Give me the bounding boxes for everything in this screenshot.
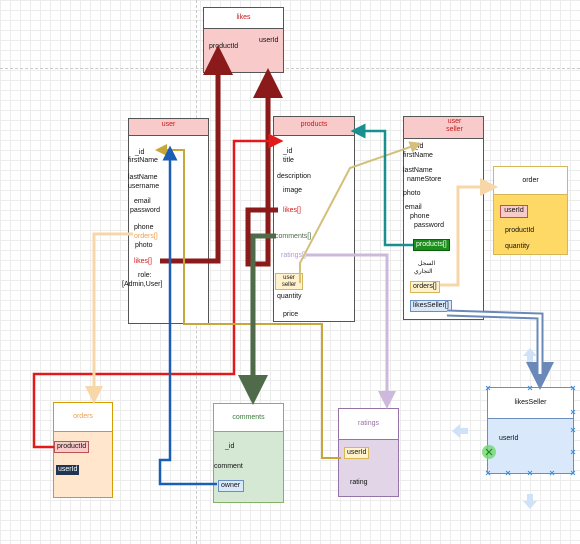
user-field-likes: likes[] [134, 258, 152, 265]
user-field-role-values: [Admin,User] [122, 281, 163, 288]
entity-products[interactable]: products _id title description image lik… [273, 116, 355, 322]
connector-products-seller-to-user-seller[interactable] [299, 141, 422, 283]
orders-field-productid: productId [54, 441, 90, 453]
products-field-description: description [277, 173, 311, 180]
entity-orders[interactable]: orders productId userId [53, 402, 113, 498]
user-field-lastname: lastName [128, 174, 158, 181]
connector-products-likes-to-likes[interactable] [245, 68, 283, 267]
user-seller-title-line2: seller [446, 125, 463, 133]
connector-user-seller-orders-to-order[interactable] [440, 178, 498, 287]
orders-field-userid: userId [56, 465, 80, 475]
user-field-username: username [128, 183, 160, 190]
user-seller-field-photo: photo [403, 190, 421, 197]
hover-arrow-down-icon[interactable] [523, 494, 537, 509]
products-field-title: title [283, 157, 294, 164]
user-seller-field-lastname: lastName [403, 167, 433, 174]
selection-handles[interactable] [485, 385, 576, 476]
comments-field-comment: comment [214, 463, 243, 470]
entity-likes[interactable]: likes productId userId [203, 7, 284, 73]
connector-user-likes-to-likes[interactable] [160, 45, 233, 264]
user-seller-field-password: password [414, 222, 444, 229]
products-field-seller: seller [281, 282, 297, 288]
connector-likesseller-inner [446, 311, 542, 374]
likesseller-field-userid: userId [499, 435, 519, 442]
user-field-email: email [134, 198, 151, 205]
user-field-phone: phone [134, 224, 154, 231]
likes-field-userid: userId [259, 37, 279, 44]
order-field-productid: productId [505, 227, 535, 234]
products-field-price: price [283, 311, 299, 318]
user-seller-field-commercial-register-line2: التجاري [414, 269, 433, 275]
entity-ratings[interactable]: ratings userId rating [338, 408, 399, 497]
products-field-ratings: ratings[] [281, 252, 306, 259]
user-field-password: password [130, 207, 160, 214]
entity-user-seller-title: user seller [404, 117, 483, 139]
connector-user-seller-likesseller-to-likesseller[interactable] [446, 309, 554, 390]
hover-arrow-up-icon[interactable] [523, 348, 537, 362]
user-field-firstname: firstName [128, 157, 158, 164]
entity-user-title: user [129, 119, 208, 136]
products-field-likes: likes[] [283, 207, 301, 214]
user-seller-field-email: email [405, 204, 422, 211]
connector-products-ratings-to-ratings[interactable] [306, 253, 396, 409]
entity-order-title: order [494, 167, 567, 195]
comments-field-id: _id [225, 443, 235, 450]
products-field-image: image [283, 187, 303, 194]
order-field-userid: userId [500, 205, 528, 218]
products-field-comments: comments[] [275, 233, 312, 240]
user-seller-field-namestore: nameStore [407, 176, 442, 183]
entity-likesseller[interactable]: likesSeller userId [487, 387, 574, 474]
entity-order[interactable]: order userId productId quantity [493, 166, 568, 255]
user-field-id: _id [135, 149, 145, 156]
order-field-quantity: quantity [505, 243, 530, 250]
products-field-id: _id [283, 148, 293, 155]
ratings-field-rating: rating [350, 479, 368, 486]
connector-user-seller-products-to-products[interactable] [350, 123, 413, 247]
user-field-photo: photo [135, 242, 153, 249]
connector-user-orders-to-orders[interactable] [85, 232, 133, 404]
user-seller-field-phone: phone [410, 213, 430, 220]
user-field-role: role: [138, 272, 152, 279]
user-seller-field-orders: orders[] [410, 281, 440, 293]
connector-products-comments-to-comments[interactable] [238, 233, 276, 405]
products-field-user: user [283, 275, 295, 281]
entity-ratings-title: ratings [339, 409, 398, 440]
user-seller-title-line1: user [447, 118, 462, 125]
entity-user[interactable]: user _id firstName lastName username ema… [122, 118, 209, 324]
connector-orders-productid-to-products[interactable] [32, 133, 284, 449]
comments-field-owner: owner [218, 480, 244, 492]
connector-comments-owner-to-user[interactable] [158, 145, 217, 486]
hover-arrow-left-icon[interactable] [452, 424, 468, 438]
user-seller-field-products: products[] [413, 239, 450, 251]
entity-products-title: products [274, 117, 354, 136]
user-seller-field-commercial-register-line1: السجل [418, 261, 436, 267]
user-seller-field-likesseller: likesSeller[] [410, 300, 452, 312]
user-seller-field-firstname: firstName [403, 152, 433, 159]
entity-comments-title: comments [214, 404, 283, 432]
products-field-quantity: quantity [277, 293, 302, 300]
entity-comments[interactable]: comments _id comment owner [213, 403, 284, 503]
products-field-user-seller: user seller [275, 273, 303, 290]
entity-orders-title: orders [54, 403, 112, 432]
connection-point-mark [485, 448, 493, 456]
entity-likes-title: likes [204, 8, 283, 29]
user-field-orders: orders[] [134, 233, 158, 240]
ratings-field-userid: userId [344, 447, 370, 459]
canvas-guide-horizontal [0, 68, 580, 69]
entity-likesseller-title: likesSeller [488, 388, 573, 419]
